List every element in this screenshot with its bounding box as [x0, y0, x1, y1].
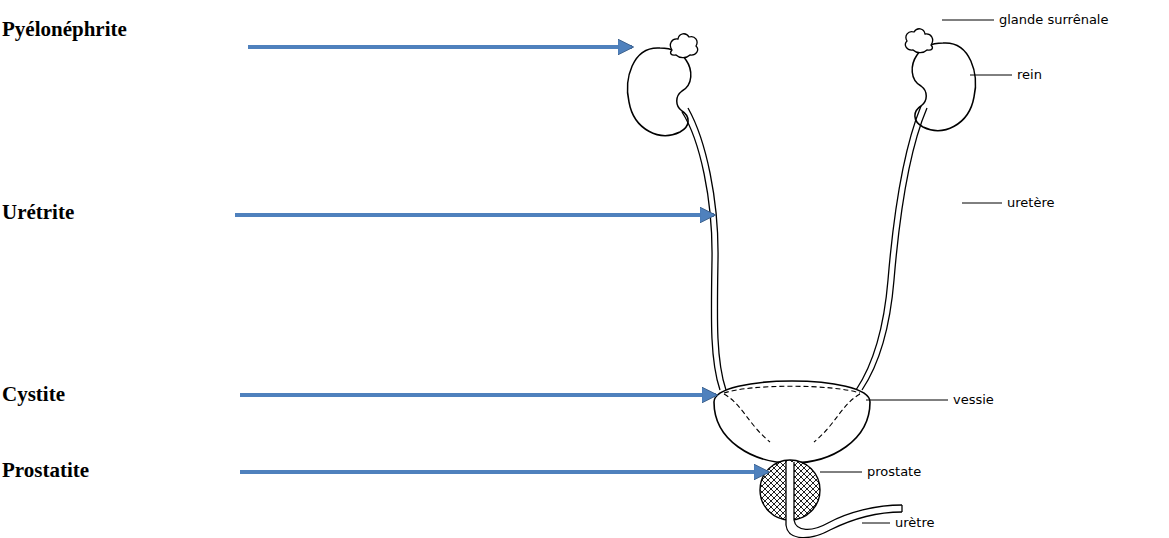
disease-label: Cystite — [2, 383, 65, 406]
leader-lines — [820, 20, 1012, 523]
pointer-arrow — [248, 45, 632, 49]
leader-line — [820, 472, 862, 473]
part-label: prostate — [867, 465, 921, 479]
ureter-left — [688, 108, 726, 390]
pointer-arrow — [240, 470, 768, 474]
ureters — [682, 106, 927, 390]
bladder-inner-line — [724, 394, 770, 442]
leader-line — [942, 20, 994, 21]
pointer-arrow — [240, 393, 716, 397]
part-label: glande surrênale — [999, 13, 1108, 27]
leader-line — [962, 203, 1002, 204]
part-label: uretère — [1007, 196, 1054, 210]
bladder — [714, 381, 870, 463]
bladder-inner-lines — [724, 386, 860, 442]
adrenal-gland-right — [905, 29, 932, 53]
kidney-right — [912, 43, 975, 131]
ureter-left — [682, 112, 720, 390]
kidney-left — [628, 48, 691, 136]
urethra-end — [901, 505, 902, 512]
right-kidney-group — [905, 29, 975, 131]
bladder-inner-line — [724, 386, 860, 393]
leader-line — [970, 75, 1012, 76]
pointer-arrows — [235, 47, 768, 472]
adrenal-gland-left — [670, 34, 697, 58]
disease-label: Pyélonéphrite — [2, 18, 127, 41]
part-label: vessie — [953, 393, 994, 407]
ureter-right — [862, 108, 927, 390]
leader-line — [866, 400, 948, 401]
pointer-arrow — [235, 213, 714, 217]
disease-label: Prostatite — [2, 459, 89, 482]
part-label: urètre — [895, 516, 934, 530]
bladder-inner-line — [814, 394, 860, 442]
ureter-right — [856, 106, 921, 390]
leader-line — [862, 523, 890, 524]
disease-label: Urétrite — [2, 201, 74, 224]
part-label: rein — [1017, 68, 1042, 82]
